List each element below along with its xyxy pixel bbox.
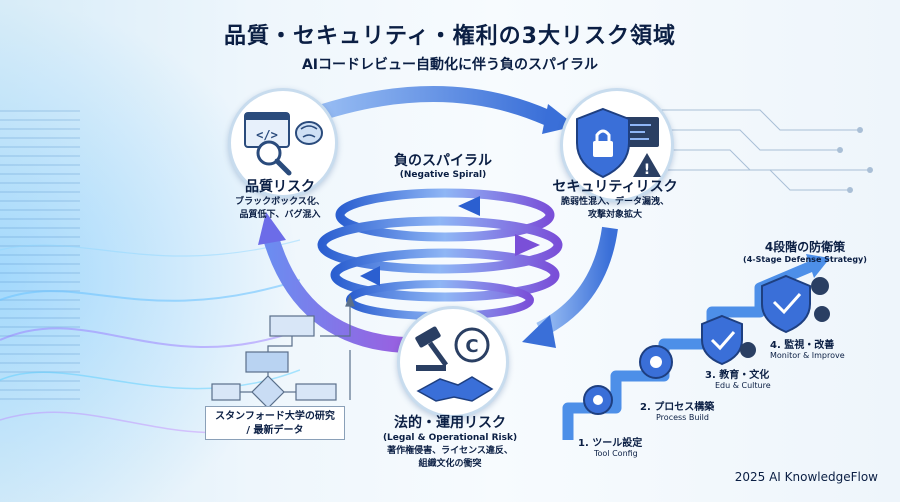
defense-step-2-label: 2. プロセス構築 — [640, 402, 715, 413]
monitor-shield-icon — [761, 274, 830, 334]
background-code-panel — [0, 110, 80, 400]
quality-risk-line-1: ブラックボックス化、 — [235, 197, 325, 207]
quality-risk-line-2: 品質低下、バグ混入 — [239, 210, 321, 220]
defense-step-1-label: 1. ツール設定 — [578, 438, 643, 449]
legal-risk-sub: (Legal & Operational Risk) — [382, 433, 518, 443]
defense-step-3-sub: Edu & Culture — [715, 381, 771, 390]
defense-step-4: 4. 監視・改善 Monitor & Improve — [770, 336, 845, 360]
cycle-arrow-left — [258, 212, 406, 353]
defense-step-4-sub: Monitor & Improve — [770, 351, 845, 360]
svg-text:!: ! — [644, 162, 650, 178]
defense-step-1: 1. ツール設定 Tool Config — [578, 434, 642, 458]
svg-text:C: C — [465, 336, 478, 357]
defense-step-1-sub: Tool Config — [594, 449, 638, 458]
legal-risk-title: 法的・運用リスク — [394, 415, 506, 431]
spiral-arrow-head-2 — [515, 234, 540, 256]
security-risk-circle: ! — [560, 88, 674, 202]
spiral-arrow-head-1 — [458, 196, 480, 216]
stanford-line-2: / 最新データ — [246, 425, 304, 436]
svg-text:</>: </> — [256, 128, 278, 142]
quality-risk-title: 品質リスク — [245, 179, 315, 195]
quality-risk-circle: </> — [228, 88, 338, 198]
legal-risk-circle: C — [397, 306, 509, 418]
spiral-arrow-head-3 — [360, 266, 380, 286]
circuit-lines — [650, 109, 873, 193]
legal-risk-caption: 法的・運用リスク (Legal & Operational Risk) 著作権侵… — [360, 412, 540, 471]
spiral-label-title: 負のスパイラル — [394, 153, 492, 169]
defense-title-text: 4段階の防衛策 — [764, 240, 846, 254]
security-risk-line-1: 脆弱性混入、データ漏洩、 — [560, 197, 669, 207]
process-gear-icon — [639, 345, 673, 379]
defense-step-3: 3. 教育・文化 Edu & Culture — [705, 366, 771, 390]
stanford-line-1: スタンフォード大学の研究 — [215, 411, 335, 422]
security-risk-title: セキュリティリスク — [552, 179, 678, 195]
shield-gear-icon — [701, 314, 756, 366]
page-title: 品質・セキュリティ・権利の3大リスク領域 — [224, 24, 676, 49]
defense-step-4-label: 4. 監視・改善 — [770, 340, 835, 351]
quality-risk-caption: 品質リスク ブラックボックス化、 品質低下、バグ混入 — [190, 176, 370, 222]
security-risk-line-2: 攻撃対象拡大 — [587, 210, 642, 220]
footer-credit: 2025 AI KnowledgeFlow — [734, 470, 878, 484]
cycle-arrow-right — [522, 226, 618, 348]
spiral-label-sub: (Negative Spiral) — [399, 170, 487, 180]
stanford-data-box: スタンフォード大学の研究 / 最新データ — [205, 406, 345, 440]
defense-step-2: 2. プロセス構築 Process Build — [640, 398, 714, 422]
legal-risk-line-2: 組織文化の衝突 — [418, 459, 482, 469]
defense-step-3-label: 3. 教育・文化 — [705, 370, 770, 381]
flowchart-graphic — [211, 294, 355, 409]
defense-title-sub: (4-Stage Defense Strategy) — [743, 255, 867, 264]
gear-icon — [583, 385, 613, 415]
spiral-label: 負のスパイラル (Negative Spiral) — [373, 150, 513, 180]
legal-risk-line-1: 著作権侵害、ライセンス違反、 — [387, 446, 513, 456]
page-subtitle: AIコードレビュー自動化に伴う負のスパイラル — [301, 57, 599, 73]
defense-step-2-sub: Process Build — [656, 413, 709, 422]
defense-title: 4段階の防衛策 (4-Stage Defense Strategy) — [730, 238, 880, 264]
security-risk-caption: セキュリティリスク 脆弱性混入、データ漏洩、 攻撃対象拡大 — [530, 176, 700, 222]
